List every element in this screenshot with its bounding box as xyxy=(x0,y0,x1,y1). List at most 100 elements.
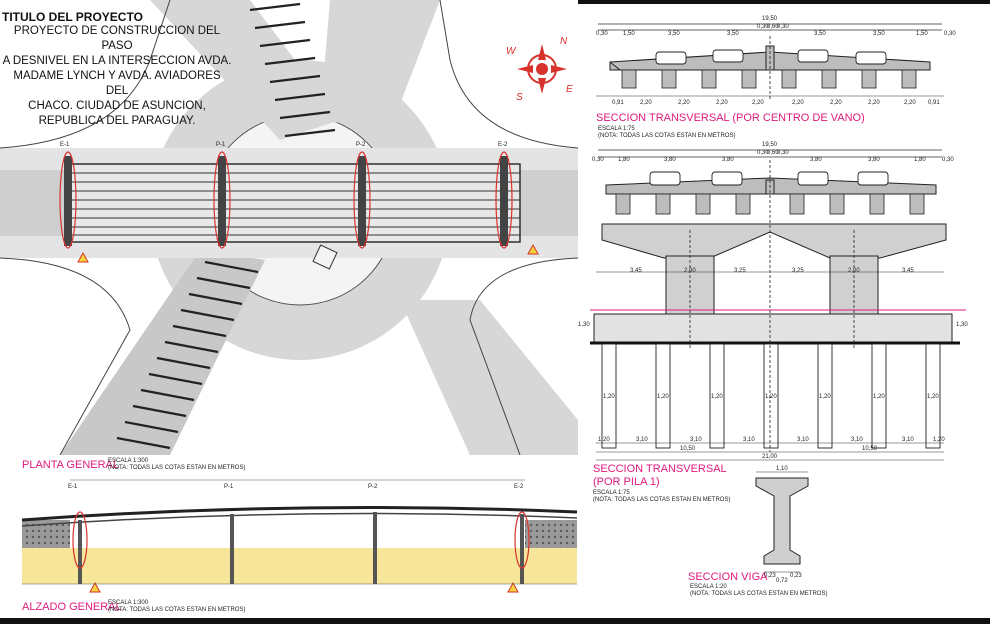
plan-view-scale: ESCALA 1:300 xyxy=(108,458,149,464)
half-width-dim: 10,50 xyxy=(680,446,696,452)
beam-bottom-dim: 0,72 xyxy=(776,578,788,584)
project-title-heading: TITULO DEL PROYECTO xyxy=(2,10,143,24)
pile-dia-dim: 1,20 xyxy=(819,394,831,400)
pile-bottom-dim: 3,10 xyxy=(902,437,914,443)
compass-north: N xyxy=(560,36,568,47)
total-width-dim: 21,00 xyxy=(762,454,778,460)
section-pier-view xyxy=(590,149,966,461)
section-span-scale: ESCALA 1:75 xyxy=(598,126,635,132)
compass-south: S xyxy=(516,92,523,103)
span-bottom-dim: 2,20 xyxy=(904,100,916,106)
plan-label-p1: P-1 xyxy=(216,142,226,148)
cap-height-dim: 1,30 xyxy=(578,322,590,328)
half-width-dim: 10,50 xyxy=(862,446,878,452)
title-line: REPUBLICA DEL PARAGUAY. xyxy=(38,115,196,127)
plan-label-p2: P-2 xyxy=(356,142,366,148)
compass-west: W xyxy=(506,46,516,57)
span-dim: 3,50 xyxy=(873,31,885,37)
elev-label-e1: E-1 xyxy=(68,484,78,490)
cap-height-dim: 1,30 xyxy=(956,322,968,328)
span-bottom-dim: 2,20 xyxy=(830,100,842,106)
elev-label-p1: P-1 xyxy=(224,484,234,490)
elev-label-p2: P-2 xyxy=(368,484,378,490)
pier-dim: 0,30 xyxy=(777,150,789,156)
pier-dim: 0,30 xyxy=(942,157,954,163)
elevation-view xyxy=(21,479,578,593)
section-span-title: SECCION TRANSVERSAL (POR CENTRO DE VANO) xyxy=(596,112,865,124)
project-title-body: PROYECTO DE CONSTRUCCION DEL PASO A DESN… xyxy=(2,24,232,129)
plan-view-note: (NOTA: TODAS LAS COTAS ESTAN EN METROS) xyxy=(108,465,246,471)
pier-mid-dim: 3,25 xyxy=(734,268,746,274)
span-dim: 1,50 xyxy=(623,31,635,37)
section-span-view xyxy=(596,23,944,100)
beam-section-view xyxy=(755,471,809,573)
span-bottom-dim: 2,20 xyxy=(752,100,764,106)
plan-label-e2: E-2 xyxy=(498,142,508,148)
title-line: A DESNIVEL EN LA INTERSECCION AVDA. xyxy=(2,55,232,67)
span-dim: 0,30 xyxy=(596,31,608,37)
span-dim: 3,50 xyxy=(727,31,739,37)
span-bottom-dim: 0,91 xyxy=(612,100,624,106)
pier-mid-dim: 3,45 xyxy=(902,268,914,274)
compass-icon xyxy=(517,44,567,94)
span-bottom-dim: 2,20 xyxy=(792,100,804,106)
section-pier-scale: ESCALA 1:75 xyxy=(593,490,630,496)
pier-dim: 1,80 xyxy=(618,157,630,163)
section-pier-subtitle: (POR PILA 1) xyxy=(593,476,660,488)
span-dim: 3,50 xyxy=(668,31,680,37)
pile-dia-dim: 1,20 xyxy=(765,394,777,400)
pile-dia-dim: 1,20 xyxy=(873,394,885,400)
span-bottom-dim: 2,20 xyxy=(868,100,880,106)
pier-dim: 0,30 xyxy=(592,157,604,163)
section-pier-note: (NOTA: TODAS LAS COTAS ESTAN EN METROS) xyxy=(593,497,731,503)
elev-label-e2: E-2 xyxy=(514,484,524,490)
section-span-note: (NOTA: TODAS LAS COTAS ESTAN EN METROS) xyxy=(598,133,736,139)
pier-total-dim: 19,50 xyxy=(762,142,778,148)
bottom-border xyxy=(0,618,990,624)
elevation-view-title: ALZADO GENERAL xyxy=(22,601,122,613)
span-dim: 1,50 xyxy=(916,31,928,37)
section-beam-note: (NOTA: TODAS LAS COTAS ESTAN EN METROS) xyxy=(690,591,828,597)
pile-bottom-dim: 3,10 xyxy=(743,437,755,443)
pile-bottom-dim: 3,10 xyxy=(690,437,702,443)
span-bottom-dim: 2,20 xyxy=(640,100,652,106)
pile-bottom-dim: 3,10 xyxy=(636,437,648,443)
title-line: PROYECTO DE CONSTRUCCION DEL PASO xyxy=(13,25,221,52)
pile-dia-dim: 1,20 xyxy=(711,394,723,400)
section-beam-title: SECCION VIGA xyxy=(688,571,768,583)
pier-mid-dim: 3,45 xyxy=(630,268,642,274)
elevation-view-scale: ESCALA 1:300 xyxy=(108,600,149,606)
pier-mid-dim: 2,00 xyxy=(684,268,696,274)
beam-bottom-dim: 0,23 xyxy=(790,573,802,579)
pier-dim: 0,30 xyxy=(757,150,769,156)
pier-dim: 3,80 xyxy=(810,157,822,163)
beam-top-dim: 1,10 xyxy=(776,466,788,472)
pier-mid-dim: 2,00 xyxy=(848,268,860,274)
span-dim: 0,60 xyxy=(767,24,779,30)
title-line: CHACO. CIUDAD DE ASUNCION, xyxy=(28,100,206,112)
pile-bottom-dim: 3,10 xyxy=(797,437,809,443)
span-bottom-dim: 2,20 xyxy=(678,100,690,106)
plan-view xyxy=(0,0,578,455)
span-dim: 3,50 xyxy=(814,31,826,37)
pile-dia-dim: 1,20 xyxy=(657,394,669,400)
elevation-view-note: (NOTA: TODAS LAS COTAS ESTAN EN METROS) xyxy=(108,607,246,613)
pier-dim: 1,80 xyxy=(914,157,926,163)
pier-dim: 3,80 xyxy=(722,157,734,163)
pile-dia-dim: 1,20 xyxy=(927,394,939,400)
pile-bottom-dim: 1,20 xyxy=(933,437,945,443)
plan-label-e1: E-1 xyxy=(60,142,70,148)
pier-mid-dim: 3,25 xyxy=(792,268,804,274)
compass-east: E xyxy=(566,84,573,95)
pier-dim: 3,80 xyxy=(664,157,676,163)
span-total-dim: 19,50 xyxy=(762,16,778,22)
beam-bottom-dim: 0,23 xyxy=(764,573,776,579)
span-bottom-dim: 2,20 xyxy=(716,100,728,106)
pier-dim: 0,60 xyxy=(767,150,779,156)
span-bottom-dim: 0,91 xyxy=(928,100,940,106)
pile-bottom-dim: 1,20 xyxy=(598,437,610,443)
span-dim: 0,30 xyxy=(944,31,956,37)
pile-dia-dim: 1,20 xyxy=(603,394,615,400)
span-dim: 0,30 xyxy=(777,24,789,30)
